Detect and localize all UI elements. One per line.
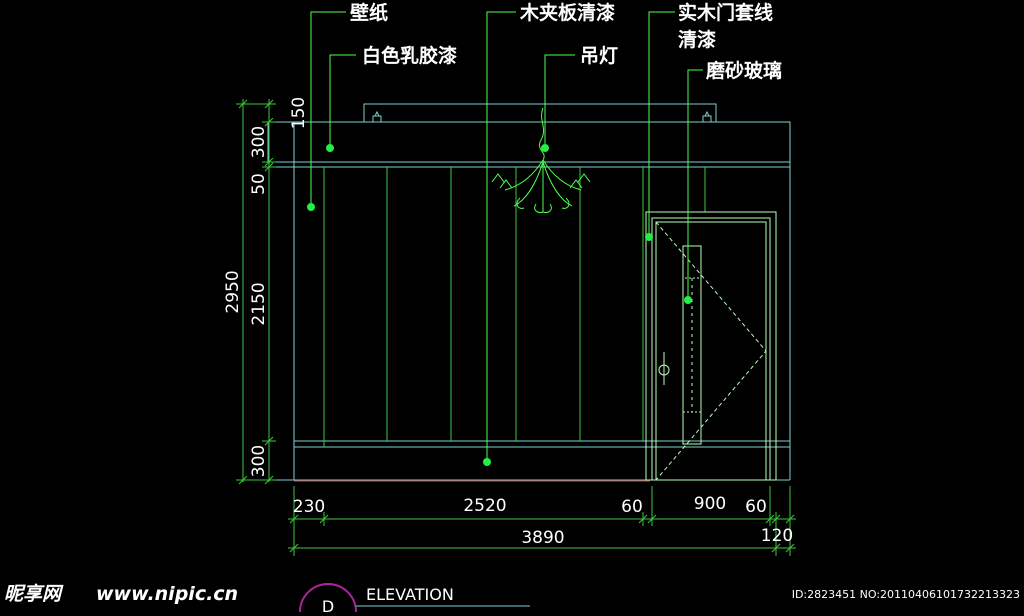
vdim-2150: 2150 (249, 282, 269, 325)
ceiling-band (267, 121, 791, 163)
ceiling-box (363, 103, 717, 123)
vdim-150: 150 (289, 97, 309, 129)
ceiling-fixtures (372, 110, 712, 122)
hdim-60-left: 60 (621, 497, 643, 517)
leader-dots (307, 144, 692, 466)
glass-lower-pattern (682, 411, 702, 445)
label-plywood-clear-paint: 木夹板清漆 (519, 1, 615, 24)
watermark-url: www.nipic.cn (96, 583, 238, 605)
leader-dot (684, 296, 692, 304)
door-frame-outer (645, 211, 777, 481)
door (645, 211, 777, 481)
chandelier-ornaments (516, 197, 570, 213)
wall-outline (267, 103, 791, 481)
leader-plywood (486, 11, 516, 462)
watermark-id: ID:2823451 NO:20110406101732213323 (792, 588, 1020, 601)
ceiling-fixture-left (372, 110, 382, 122)
glass-upper-pattern (682, 245, 702, 279)
ceiling-fixture-right (702, 110, 712, 122)
vdim-300-top: 300 (249, 126, 269, 158)
hdim-120: 120 (761, 526, 793, 546)
title-circle-icon (299, 583, 357, 613)
chandelier-candles (491, 173, 591, 189)
hdim-2520: 2520 (463, 496, 506, 516)
leader-dot (541, 144, 549, 152)
hdim-60-right: 60 (745, 497, 767, 517)
hdim-total-3890: 3890 (521, 528, 564, 548)
hdim-230: 230 (293, 497, 325, 517)
door-swing-mark (655, 221, 767, 481)
label-chandelier: 吊灯 (580, 45, 618, 67)
leader-lines (310, 11, 703, 462)
chandelier-icon (491, 107, 591, 213)
leader-dot (645, 233, 653, 241)
label-door-trim-line2: 清漆 (678, 28, 716, 51)
label-wallpaper: 壁纸 (350, 1, 388, 24)
leader-wallpaper (310, 11, 346, 207)
hdim-slashes (289, 514, 795, 553)
vertical-dimension-lines (236, 99, 276, 485)
title-text: ELEVATION (366, 585, 454, 604)
label-white-latex-paint: 白色乳胶漆 (362, 44, 457, 67)
leader-door-trim (648, 11, 675, 237)
title-block: D ELEVATION (299, 583, 530, 616)
leader-dot (483, 458, 491, 466)
hdim-900: 900 (694, 494, 726, 514)
vdim-total-2950: 2950 (223, 270, 243, 313)
chandelier-chain (538, 107, 545, 161)
frosted-glass-strip (682, 245, 702, 445)
vdim-50: 50 (249, 173, 269, 195)
label-frosted-glass: 磨砂玻璃 (705, 59, 782, 82)
vdim-300-bottom: 300 (249, 445, 269, 477)
leader-chandelier (544, 54, 575, 148)
wall-panels (323, 167, 706, 447)
title-mark: D (322, 597, 334, 612)
chandelier-arms-outer (504, 159, 582, 191)
label-door-trim-line1: 实木门套线 (678, 1, 773, 24)
leader-white-latex (329, 54, 356, 148)
vdim-slashes (238, 99, 274, 485)
leader-frosted-glass (687, 69, 703, 300)
leader-dot (307, 203, 315, 211)
leader-dot (326, 144, 334, 152)
horizontal-dimension-lines (288, 486, 796, 556)
watermark-brand: 昵享网 (4, 583, 64, 605)
